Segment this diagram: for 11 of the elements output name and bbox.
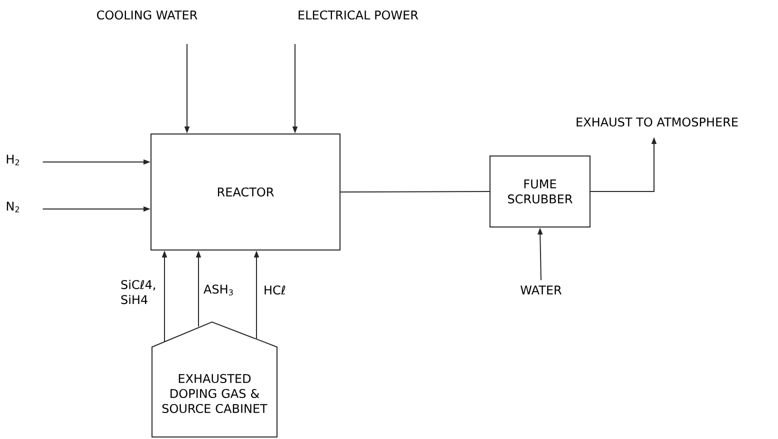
edge-label: SiCℓ4, SiH4 bbox=[121, 280, 156, 304]
flow-label: COOLING WATER bbox=[97, 10, 198, 20]
edge-label: ASH$_{3}$ bbox=[204, 284, 233, 296]
flow-label: N$_{2}$ bbox=[6, 202, 19, 212]
edge-label: HCℓ bbox=[264, 285, 286, 295]
flow-label: EXHAUST TO ATMOSPHERE bbox=[576, 117, 738, 127]
process-box: REACTOR bbox=[150, 134, 340, 250]
flow-label: H$_{2}$ bbox=[6, 154, 19, 166]
process-box: FUME SCRUBBER bbox=[490, 156, 590, 228]
flow-label: WATER bbox=[520, 286, 562, 294]
flow-label: ELECTRICAL POWER bbox=[298, 10, 418, 20]
